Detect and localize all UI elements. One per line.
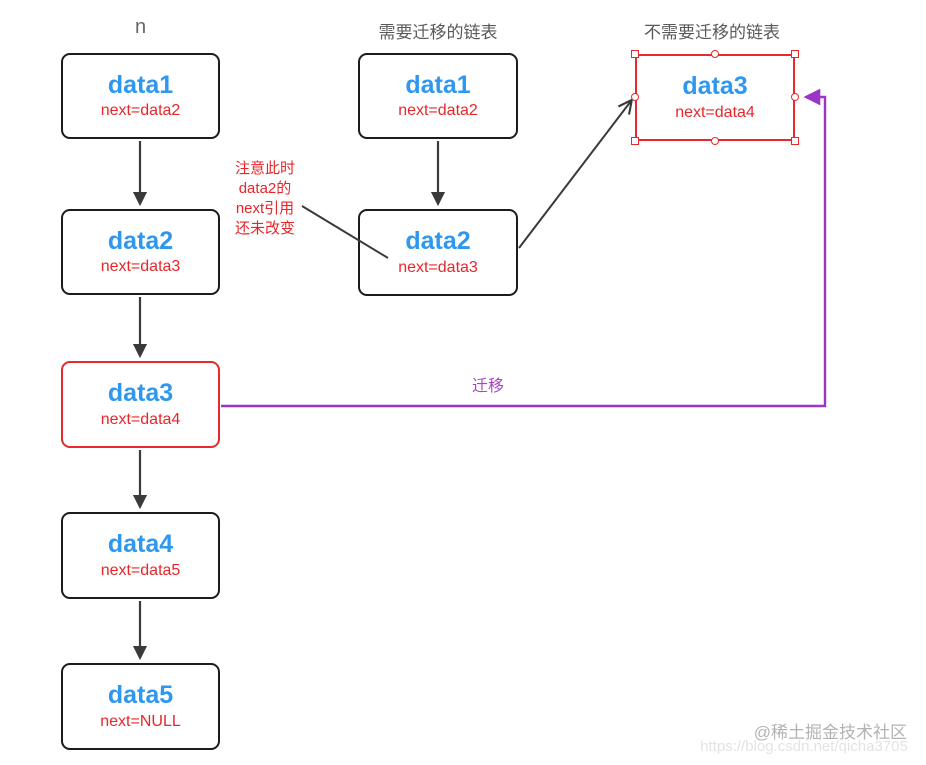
annotation-line: data2的 xyxy=(238,180,292,197)
node-next-label: next=data3 xyxy=(398,258,478,276)
node-right-data3-selected[interactable]: data3 next=data4 xyxy=(635,54,795,141)
node-next-label: next=data4 xyxy=(675,103,755,121)
node-middle-data1[interactable]: data1 next=data2 xyxy=(358,53,518,139)
node-next-label: next=NULL xyxy=(100,712,181,730)
arrow-data2-to-right-data3 xyxy=(518,101,631,249)
node-title: data5 xyxy=(107,681,174,710)
node-middle-data2[interactable]: data2 next=data3 xyxy=(358,209,518,296)
node-next-label: next=data2 xyxy=(100,102,181,120)
selection-handle-left-middle[interactable] xyxy=(631,93,639,101)
node-next-label: next=data3 xyxy=(100,258,181,276)
annotation-line: 注意此时 xyxy=(234,160,295,177)
node-title: data3 xyxy=(682,72,748,101)
selection-handle-right-middle[interactable] xyxy=(791,93,799,101)
node-title: data1 xyxy=(107,70,174,99)
selection-handle-top-left[interactable] xyxy=(631,50,639,58)
node-title: data4 xyxy=(107,530,174,559)
selection-handle-top-middle[interactable] xyxy=(711,50,719,58)
column-header-left: n xyxy=(134,16,147,38)
node-left-data3-highlighted[interactable]: data3 next=data4 xyxy=(61,361,220,448)
selection-handle-bottom-left[interactable] xyxy=(631,137,639,145)
migrate-path xyxy=(221,88,827,408)
node-title: data1 xyxy=(405,70,471,99)
annotation-line: next引用 xyxy=(235,200,295,217)
annotation-line: 还未改变 xyxy=(234,220,295,237)
column-header-middle: 需要迁移的链表 xyxy=(378,23,498,42)
node-title: data3 xyxy=(107,379,174,408)
node-next-label: next=data5 xyxy=(100,561,181,579)
selection-handle-top-right[interactable] xyxy=(791,50,799,58)
node-left-data4[interactable]: data4 next=data5 xyxy=(61,512,220,599)
selection-handle-bottom-right[interactable] xyxy=(791,137,799,145)
node-left-data1[interactable]: data1 next=data2 xyxy=(61,53,220,139)
annotation-note: 注意此时 data2的 next引用 还未改变 xyxy=(224,159,306,239)
watermark-community: @稀土掘金技术社区 xyxy=(753,723,907,742)
node-title: data2 xyxy=(405,227,471,256)
selection-handle-bottom-middle[interactable] xyxy=(711,137,719,145)
node-left-data2[interactable]: data2 next=data3 xyxy=(61,209,220,295)
column-header-right: 不需要迁移的链表 xyxy=(644,23,780,42)
node-next-label: next=data4 xyxy=(100,410,181,428)
node-left-data5[interactable]: data5 next=NULL xyxy=(61,663,220,750)
node-next-label: next=data2 xyxy=(398,102,478,120)
watermark-url: https://blog.csdn.net/qicha3705 xyxy=(700,738,908,755)
migrate-label: 迁移 xyxy=(471,378,504,395)
node-title: data2 xyxy=(107,226,174,255)
